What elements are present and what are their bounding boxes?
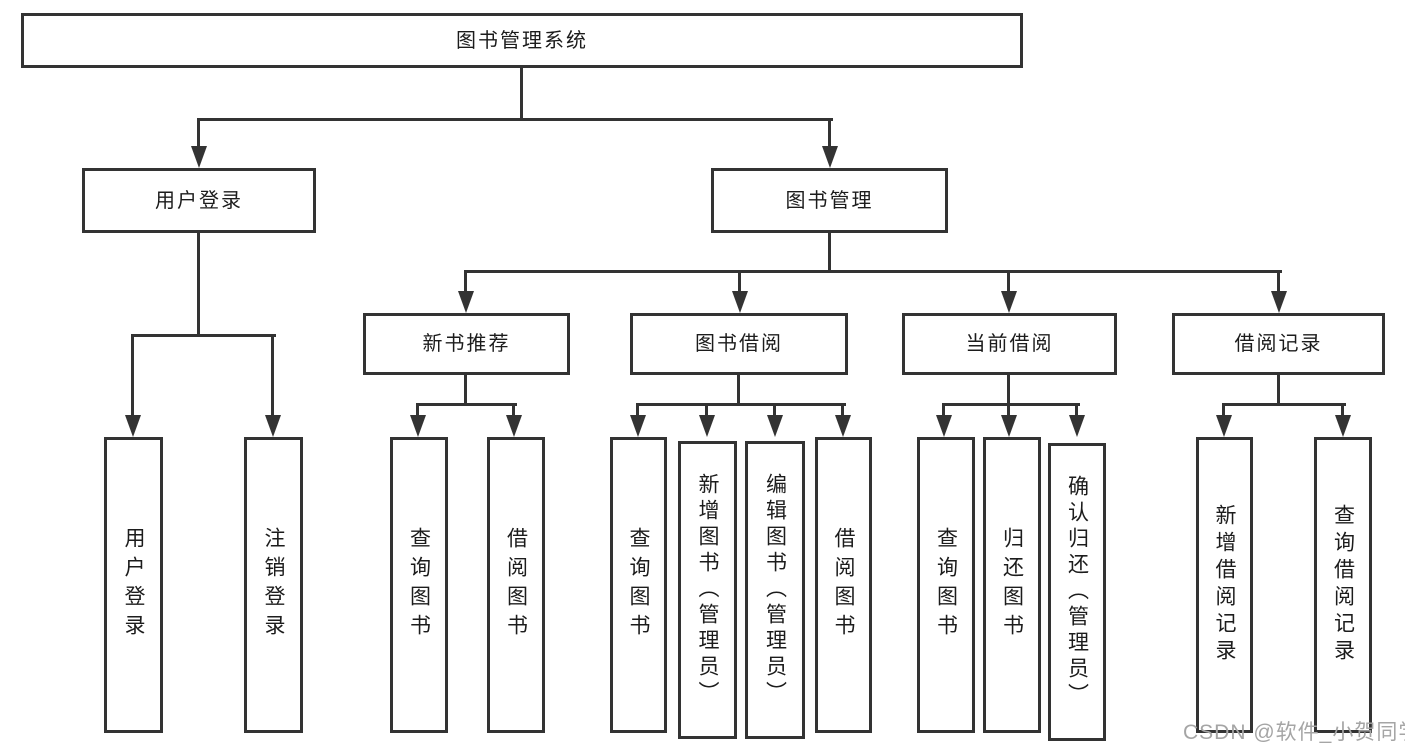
connector-line [942, 403, 1080, 406]
connector-line [131, 334, 276, 337]
leaf-current-return-book: 归还图书 [983, 437, 1041, 733]
connector-line [464, 270, 467, 293]
connector-line [416, 403, 517, 406]
connector-line [1007, 270, 1010, 293]
connector-line [828, 118, 831, 150]
connector-line [828, 232, 831, 273]
node-new-book-recommend: 新书推荐 [363, 313, 570, 375]
connector-line [512, 403, 515, 417]
leaf-logout: 注销登录 [244, 437, 303, 733]
arrow-down-icon [732, 291, 748, 313]
leaf-borrow-add-book-admin: 新增图书（管理员） [678, 441, 737, 739]
leaf-recommend-borrow-book: 借阅图书 [487, 437, 545, 733]
arrow-down-icon [265, 415, 281, 437]
node-root-system: 图书管理系统 [21, 13, 1023, 68]
connector-line [636, 403, 639, 417]
connector-line [464, 374, 467, 406]
leaf-borrow-query-book: 查询图书 [610, 437, 667, 733]
connector-line [1007, 403, 1010, 417]
arrow-down-icon [506, 415, 522, 437]
arrow-down-icon [458, 291, 474, 313]
connector-line [738, 270, 741, 293]
connector-line [1222, 403, 1225, 417]
arrow-down-icon [822, 146, 838, 168]
arrow-down-icon [191, 146, 207, 168]
connector-line [1341, 403, 1344, 417]
connector-line [131, 334, 134, 418]
node-book-management-branch: 图书管理 [711, 168, 948, 233]
connector-line [1277, 270, 1280, 293]
arrow-down-icon [936, 415, 952, 437]
leaf-records-add-record: 新增借阅记录 [1196, 437, 1253, 733]
arrow-down-icon [1271, 291, 1287, 313]
connector-line [1222, 403, 1346, 406]
arrow-down-icon [767, 415, 783, 437]
connector-line [464, 270, 1282, 273]
connector-line [197, 232, 200, 336]
connector-line [197, 118, 200, 150]
connector-line [773, 403, 776, 417]
leaf-current-confirm-return-admin: 确认归还（管理员） [1048, 443, 1106, 741]
connector-line [942, 403, 945, 417]
arrow-down-icon [1069, 415, 1085, 437]
node-borrow-records: 借阅记录 [1172, 313, 1385, 375]
arrow-down-icon [1001, 415, 1017, 437]
arrow-down-icon [410, 415, 426, 437]
arrow-down-icon [125, 415, 141, 437]
node-user-login-branch: 用户登录 [82, 168, 316, 233]
csdn-watermark: CSDN @软件_小贺同学 [1183, 721, 1405, 744]
connector-line [1277, 374, 1280, 406]
arrow-down-icon [630, 415, 646, 437]
connector-line [416, 403, 419, 417]
leaf-current-query-book: 查询图书 [917, 437, 975, 733]
arrow-down-icon [1001, 291, 1017, 313]
connector-line [197, 118, 833, 121]
connector-line [737, 374, 740, 406]
connector-line [841, 403, 844, 417]
leaf-recommend-query-book: 查询图书 [390, 437, 448, 733]
node-current-borrow: 当前借阅 [902, 313, 1117, 375]
leaf-records-query-record: 查询借阅记录 [1314, 437, 1372, 733]
connector-line [520, 68, 523, 120]
connector-line [1007, 374, 1010, 406]
arrow-down-icon [699, 415, 715, 437]
arrow-down-icon [1335, 415, 1351, 437]
leaf-borrow-edit-book-admin: 编辑图书（管理员） [745, 441, 805, 739]
arrow-down-icon [835, 415, 851, 437]
connector-line [705, 403, 708, 417]
leaf-user-login: 用户登录 [104, 437, 163, 733]
node-book-borrow: 图书借阅 [630, 313, 848, 375]
connector-line [636, 403, 846, 406]
arrow-down-icon [1216, 415, 1232, 437]
connector-line [1075, 403, 1078, 417]
connector-line [271, 334, 274, 418]
leaf-borrow-borrow-book: 借阅图书 [815, 437, 872, 733]
